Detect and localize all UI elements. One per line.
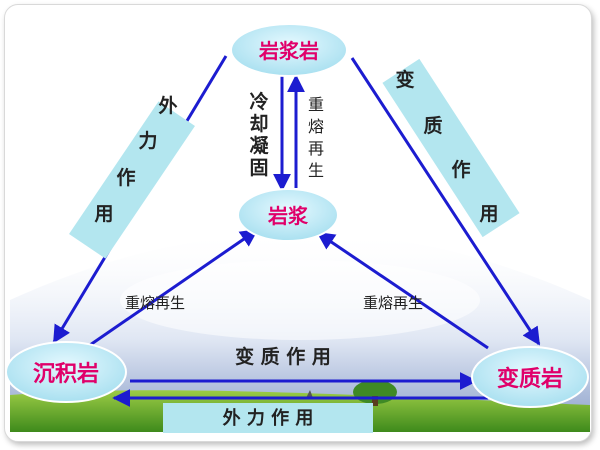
- svg-text:生: 生: [308, 161, 324, 180]
- left-diagonal-char: 外: [158, 94, 177, 117]
- left-diagonal-char: 用: [94, 203, 113, 225]
- node-magma: 岩浆: [237, 188, 339, 242]
- right-diagonal-char: 变: [395, 68, 414, 91]
- bottom-external-label: 外 力 作 用: [223, 407, 314, 429]
- right-diagonal-char: 作: [451, 158, 470, 181]
- remelting-center-label: 重 熔 再 生: [308, 95, 324, 180]
- svg-text:凝: 凝: [249, 134, 269, 157]
- node-magma-label: 岩浆: [267, 204, 309, 228]
- label-box-left: [69, 101, 195, 259]
- cooling-label: 冷 却 凝 固: [249, 90, 269, 179]
- arrow-metamorphic-to-magma: [316, 231, 489, 350]
- svg-text:重: 重: [308, 95, 324, 114]
- node-metamorphic-label: 变质岩: [497, 366, 563, 392]
- node-sedimentary-label: 沉积岩: [33, 362, 99, 387]
- node-metamorphic: 变质岩: [471, 346, 589, 408]
- right-diagonal-text: 变 质 作 用: [395, 68, 498, 225]
- arrow-igneous-to-metamorphic: [350, 57, 541, 346]
- node-sedimentary: 沉积岩: [5, 341, 127, 403]
- remelting-left-label: 重熔再生: [125, 294, 185, 312]
- label-box-right: [382, 58, 520, 238]
- remelting-right-label: 重熔再生: [363, 294, 423, 312]
- left-diagonal-text: 外 力 作 用: [94, 94, 177, 225]
- arrow-sedimentary-to-magma: [89, 228, 259, 347]
- svg-text:熔: 熔: [308, 117, 324, 136]
- bottom-external-box: [163, 403, 373, 433]
- svg-text:固: 固: [249, 157, 268, 179]
- right-diagonal-char: 质: [423, 115, 442, 137]
- left-diagonal-char: 力: [138, 129, 157, 152]
- bottom-metamorphism-label: 变 质 作 用: [235, 345, 331, 368]
- node-igneous-label: 岩浆岩: [258, 39, 319, 63]
- svg-text:冷: 冷: [249, 90, 268, 113]
- right-diagonal-char: 用: [479, 203, 498, 225]
- svg-text:却: 却: [249, 113, 268, 135]
- svg-text:再: 再: [308, 139, 324, 158]
- node-igneous: 岩浆岩: [230, 23, 348, 77]
- left-diagonal-char: 作: [116, 166, 135, 189]
